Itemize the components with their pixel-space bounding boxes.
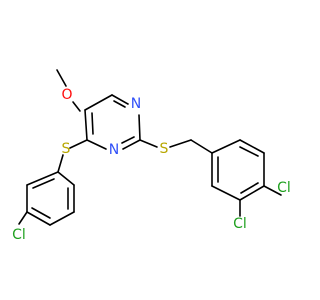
ring-bond-n3-c4 [86,139,107,150]
methoxy-bond [72,101,81,112]
ring-bond-c5-c6 [84,94,113,111]
ring-bond-n1-c2 [138,114,141,141]
methyl-bond [56,69,67,87]
ring-bond-c6-n1-inner [113,100,126,108]
nitrogen-atom-label-top: N [131,96,141,112]
left-sulfur-bond-ring [69,139,88,149]
left-benzene-bond-4 [26,211,51,226]
ring-bond-c2-n3 [122,139,141,150]
left-benzene-bond-6-inner [32,178,55,189]
right-benzene-bond-6 [211,139,241,154]
sulfur-atom-label-right: S [160,141,169,157]
right-benzene-bond-5-inner [239,146,259,157]
molecule-structure: O N N S S Cl Cl Cl [12,69,291,243]
right-benzene-bond-3 [239,185,265,201]
right-benzene-bond-3-inner [240,182,259,194]
ring-bond-c4-c5 [84,109,88,141]
bond-layer [18,69,282,226]
left-benzene-bond-3 [49,211,75,226]
chlorine-atom-label-right-bottom: Cl [233,216,247,232]
right-sulfur-bond-ch2 [169,139,192,148]
right-benzene-bond-2 [211,185,241,201]
left-benzene-bond-1 [57,171,75,186]
left-chlorine-bond [18,211,28,225]
ring-bond-c6-n1 [111,94,129,105]
atom-label-layer: O N N S S Cl Cl Cl [12,87,291,243]
oxygen-atom-label: O [61,87,72,103]
right-chlorine-bond-top [263,185,282,196]
left-sulfur-bond-aryl [57,154,64,173]
sulfur-atom-label-left: S [62,141,71,157]
chlorine-atom-label-left: Cl [12,227,26,243]
ring-bond-c2-n3-inner [121,136,135,144]
right-sulfur-bond-ring [139,139,158,148]
benzyl-bond [190,139,213,154]
chlorine-atom-label-right-top: Cl [277,180,291,196]
ring-bond-c4-c5-inner [91,112,94,135]
left-benzene-bond-6 [26,171,59,186]
right-benzene-bond-5 [239,139,265,154]
nitrogen-atom-label-bottom: N [109,142,119,158]
left-benzene-bond-4-inner [31,207,51,219]
molecule-canvas: O N N S S Cl Cl Cl [12,69,291,243]
